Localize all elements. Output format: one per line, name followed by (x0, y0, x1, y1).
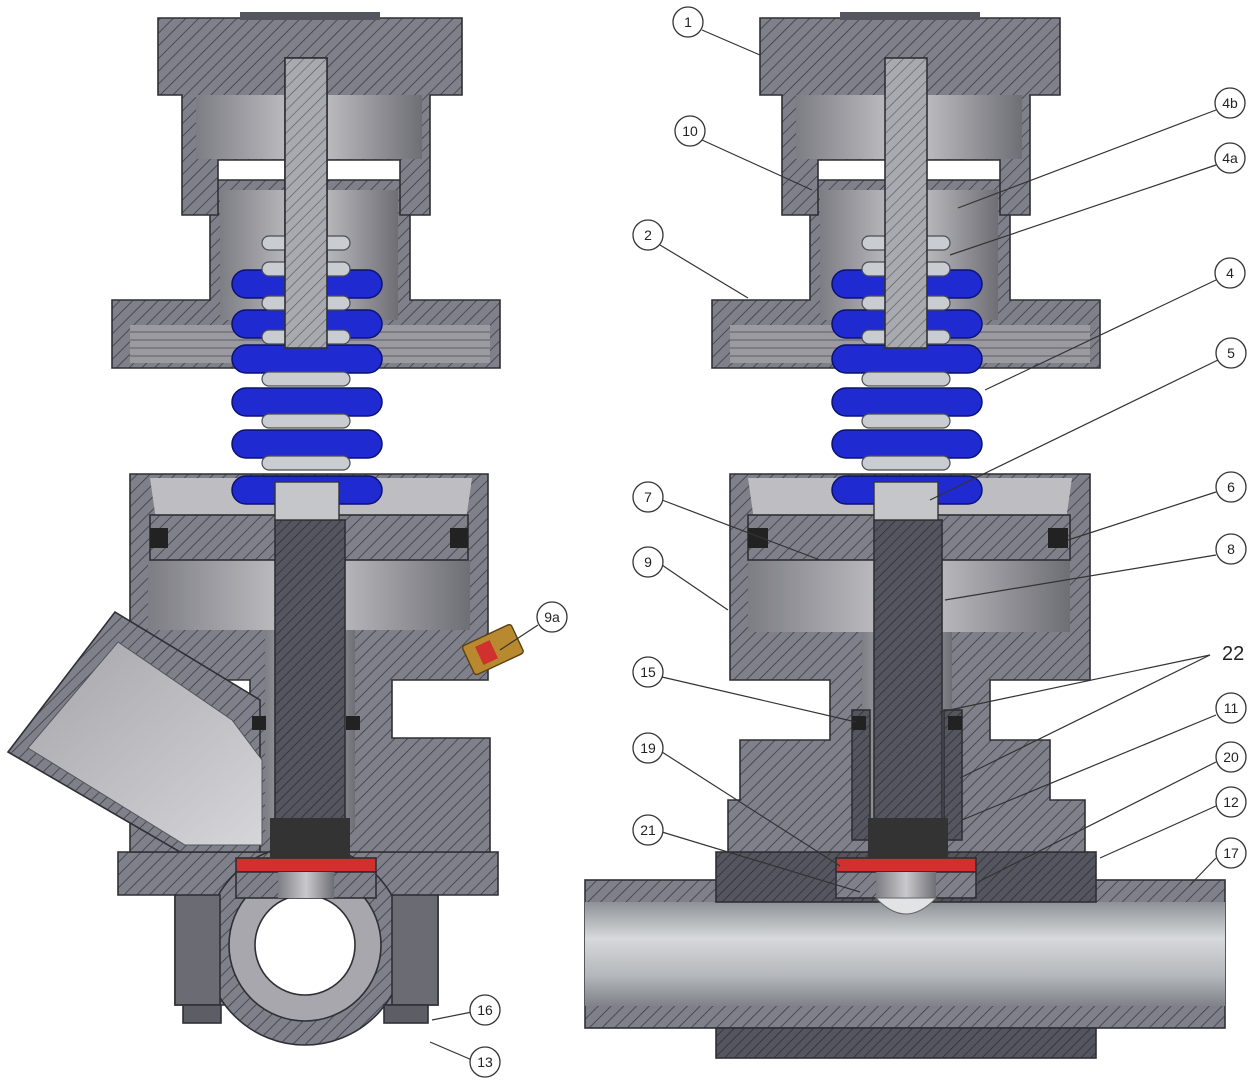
svg-text:17: 17 (1223, 845, 1239, 861)
svg-text:11: 11 (1224, 700, 1239, 716)
svg-text:9a: 9a (544, 609, 560, 625)
right-section-view (584, 12, 1226, 1059)
stem-seal-right (346, 716, 360, 730)
callout-4: 4 (1214, 257, 1246, 289)
callout-5: 5 (1215, 337, 1247, 369)
callout-16: 16 (469, 994, 501, 1026)
inner-spring-4a (261, 235, 351, 471)
right-stem-seal-right (948, 716, 962, 730)
callout-9: 9 (632, 546, 664, 578)
clamp-side-block-left (174, 894, 221, 1006)
callout-12: 12 (1215, 786, 1247, 818)
callout-20: 20 (1215, 741, 1247, 773)
right-guide-bushing-2 (943, 709, 963, 841)
svg-text:5: 5 (1227, 345, 1235, 361)
svg-text:19: 19 (640, 740, 656, 756)
nut-16 (182, 1004, 222, 1024)
lower-clamp (715, 1027, 1097, 1059)
svg-text:6: 6 (1227, 479, 1235, 495)
stem-nut-5 (274, 481, 340, 521)
svg-text:10: 10 (682, 123, 698, 139)
right-valve-plug (868, 818, 948, 860)
svg-text:1: 1 (684, 14, 692, 30)
callout-15: 15 (632, 656, 664, 688)
piston-seal-left (150, 528, 168, 548)
svg-text:20: 20 (1223, 749, 1239, 765)
callout-6: 6 (1215, 471, 1247, 503)
svg-text:9: 9 (644, 554, 652, 570)
svg-text:21: 21 (640, 822, 656, 838)
svg-text:2: 2 (644, 227, 652, 243)
callout-19: 19 (632, 732, 664, 764)
callout-13: 13 (469, 1046, 501, 1078)
right-cap-top-plate (840, 12, 980, 20)
callout-11: 11 (1215, 692, 1247, 724)
pipe-bore (585, 902, 1225, 1006)
right-piston-seal-left (748, 528, 768, 548)
right-guide-bushing (851, 709, 871, 841)
left-section-view (6, 12, 524, 1046)
svg-text:7: 7 (644, 489, 652, 505)
svg-text:4: 4 (1226, 265, 1234, 281)
svg-text:8: 8 (1227, 541, 1235, 557)
right-adjusting-rod (884, 57, 928, 349)
svg-text:4b: 4b (1222, 95, 1238, 111)
callout-7: 7 (632, 481, 664, 513)
stem-seal-left (252, 716, 266, 730)
callout-22: 22 (1222, 643, 1244, 665)
svg-text:13: 13 (477, 1054, 493, 1070)
callout-8: 8 (1215, 533, 1247, 565)
right-piston-seal-right (1048, 528, 1068, 548)
svg-text:16: 16 (477, 1002, 493, 1018)
valve-plug (270, 818, 350, 860)
callout-17: 17 (1215, 837, 1247, 869)
seat-insert (278, 872, 334, 898)
svg-text:12: 12 (1223, 794, 1239, 810)
callout-10: 10 (674, 115, 706, 147)
valve-seat-seal (235, 857, 377, 873)
callout-21: 21 (632, 814, 664, 846)
svg-text:4a: 4a (1222, 150, 1238, 166)
svg-text:22: 22 (1222, 643, 1244, 665)
right-stem (873, 519, 943, 821)
nut-13 (383, 1004, 429, 1024)
right-plug-tip (874, 897, 938, 915)
leader-lines (429, 29, 1219, 1061)
callout-1: 1 (672, 6, 704, 38)
callout-4a: 4a (1214, 142, 1246, 174)
piston-seal-right (450, 528, 468, 548)
right-stem-nut (873, 481, 939, 521)
cap-top-plate (240, 12, 380, 20)
right-seat-seal (835, 857, 977, 873)
stem (274, 519, 346, 821)
clamp-side-block-right (391, 894, 439, 1006)
adjusting-rod-front (284, 57, 328, 349)
right-seat-insert (876, 872, 936, 898)
inlet-bore (27, 641, 263, 846)
svg-text:15: 15 (640, 664, 656, 680)
callout-2: 2 (632, 219, 664, 251)
right-stem-seal-left (852, 716, 866, 730)
callout-4b: 4b (1214, 87, 1246, 119)
callout-9a: 9a (536, 601, 568, 633)
